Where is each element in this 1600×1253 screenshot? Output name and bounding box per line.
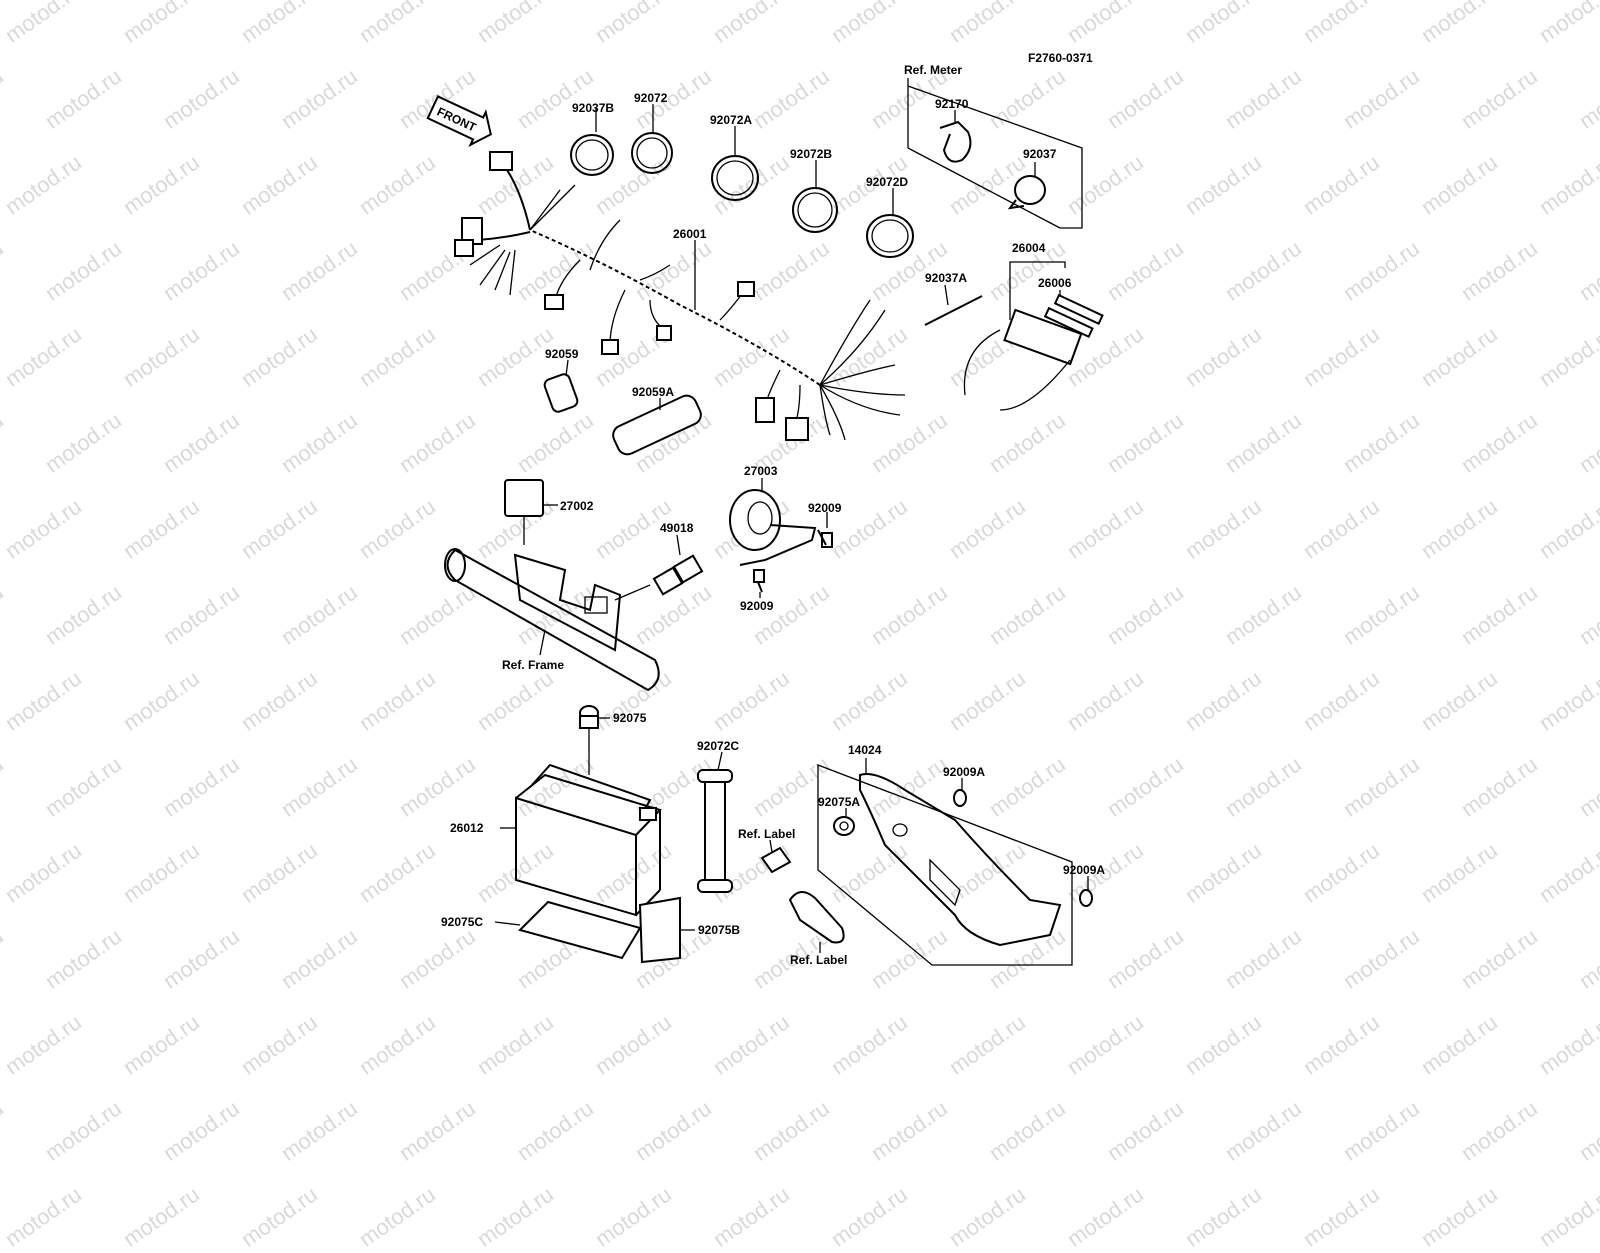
part-label-27002: 27002: [560, 499, 594, 513]
wire-harness-26001: [454, 151, 906, 441]
ref-meter-label: Ref. Meter: [904, 63, 962, 77]
diagram-canvas: F2760-0371 FRONT 92037B 92072 92072A: [426, 51, 1105, 967]
part-label-26004: 26004: [1012, 241, 1046, 255]
part-label-92009A-lower: 92009A: [1063, 863, 1105, 877]
clamp-92072B: [792, 160, 838, 233]
clamp-92037B: [570, 108, 614, 176]
part-label-92009-lower: 92009: [740, 599, 774, 613]
part-label-92072A: 92072A: [710, 113, 752, 127]
nut-92009A-upper: [953, 778, 967, 807]
part-label-92009A-upper: 92009A: [943, 765, 985, 779]
grommet-92075A: [833, 808, 855, 836]
pad-92075C: [494, 900, 642, 960]
bolt-92009-lower: [753, 569, 765, 598]
cap-92075: [579, 705, 610, 775]
part-label-92072D: 92072D: [866, 175, 908, 189]
pad-92075B: [638, 896, 695, 964]
part-label-92037B: 92037B: [572, 101, 614, 115]
clamp-92072D: [866, 188, 914, 258]
part-label-92075: 92075: [613, 711, 647, 725]
part-label-92009-upper: 92009: [808, 501, 842, 515]
part-label-92072: 92072: [634, 91, 668, 105]
frame-tube: [444, 548, 660, 692]
part-label-26012: 26012: [450, 821, 484, 835]
ref-label-b: Ref. Label: [790, 953, 847, 967]
ref-label-large: [788, 891, 845, 953]
ref-label-a: Ref. Label: [738, 827, 795, 841]
part-label-92075B: 92075B: [698, 923, 740, 937]
front-arrow-icon: FRONT: [426, 95, 492, 147]
part-label-49018: 49018: [660, 521, 694, 535]
drawing-code: F2760-0371: [1028, 51, 1093, 65]
clamp-92072: [631, 104, 673, 174]
part-label-92059A: 92059A: [632, 385, 674, 399]
part-label-27003: 27003: [744, 464, 778, 478]
part-label-92037A: 92037A: [925, 271, 967, 285]
nut-92009A-lower: [1079, 876, 1093, 907]
fuse-26006: [1043, 290, 1104, 339]
relay-27002: [504, 479, 558, 545]
part-label-92072C: 92072C: [697, 739, 739, 753]
band-92037A: [924, 284, 983, 326]
part-label-92072B: 92072B: [790, 147, 832, 161]
ref-label-small: [760, 839, 792, 874]
part-label-26006: 26006: [1038, 276, 1072, 290]
horn-27003: [729, 478, 817, 566]
battery-26012: [500, 763, 662, 917]
part-label-92075C: 92075C: [441, 915, 483, 929]
part-label-92037: 92037: [1023, 147, 1057, 161]
tube-92059A: [612, 394, 702, 456]
part-label-92170: 92170: [935, 97, 969, 111]
clamp-92037: [1007, 162, 1046, 210]
bolt-92009-upper: [817, 512, 833, 548]
strap-92072C: [697, 751, 733, 893]
part-label-92075A: 92075A: [818, 795, 860, 809]
tube-92059: [543, 359, 579, 413]
ref-meter-box: [907, 78, 1083, 229]
connector-49018: [614, 534, 704, 601]
part-label-92059: 92059: [545, 347, 579, 361]
clamp-92072A: [711, 126, 759, 201]
part-label-14024: 14024: [848, 743, 882, 757]
ref-frame-label: Ref. Frame: [502, 658, 564, 672]
clamp-92170: [939, 110, 972, 163]
bracket-14024: [817, 758, 1073, 966]
part-label-26001: 26001: [673, 227, 707, 241]
sub-harness-26004: [963, 261, 1083, 411]
